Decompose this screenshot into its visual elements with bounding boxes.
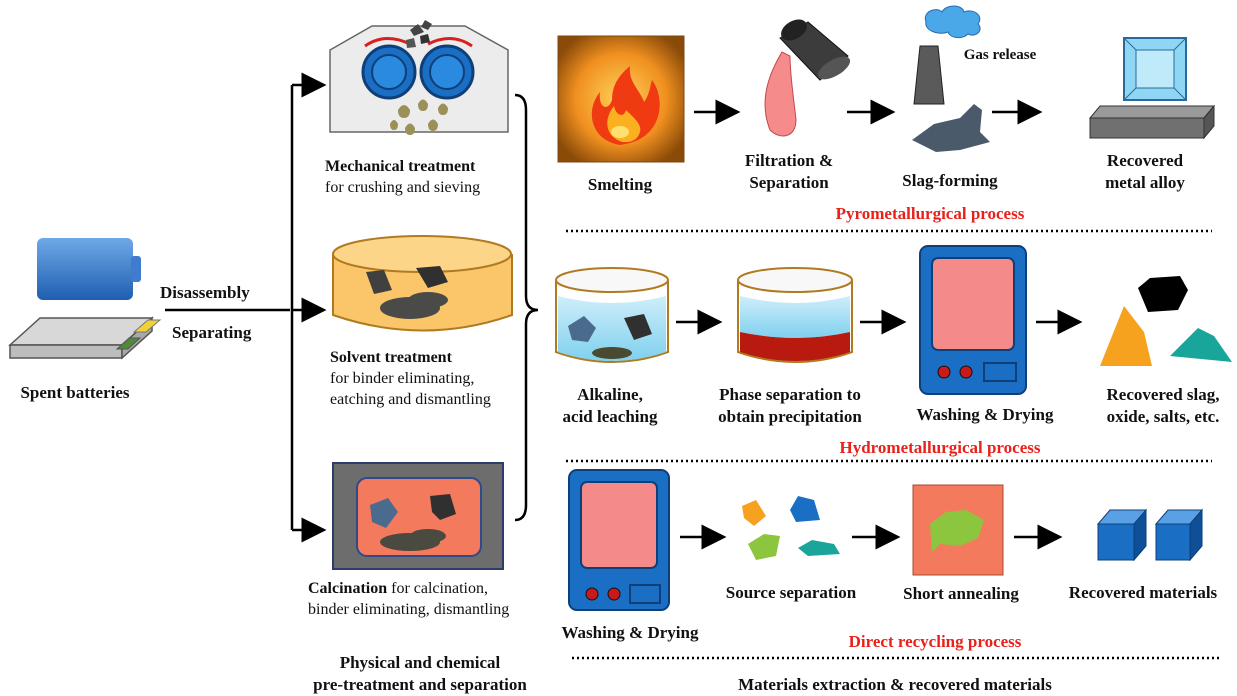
solvent-treatment-label: Solvent treatment [330, 349, 452, 366]
phase-separation-label-2: obtain precipitation [718, 407, 862, 426]
source-separation-icon [742, 496, 840, 560]
recovered-materials-label: Recovered materials [1068, 583, 1218, 602]
spent-batteries-label: Spent batteries [20, 383, 130, 402]
right-brace [514, 93, 539, 522]
pouring-crucible-icon [764, 19, 851, 137]
precipitation-beaker-icon [737, 267, 853, 363]
calcination-furnace-icon [332, 462, 504, 570]
recovered-salts-icon [1100, 276, 1232, 366]
hydro-process-label: Hydrometallurgical process [839, 438, 1041, 457]
metal-alloy-icon [1088, 37, 1216, 140]
disassembly-label: Disassembly [160, 283, 250, 302]
recovered-slag-label-1: Recovered slag, [1106, 385, 1220, 404]
recovered-cubes-icon [1096, 508, 1204, 562]
solvent-desc-1: for binder eliminating, [330, 370, 475, 387]
slag-forming-label: Slag-forming [902, 171, 998, 190]
leaching-label-1: Alkaline, [577, 385, 643, 404]
mechanical-treatment-label: Mechanical treatment [325, 158, 476, 175]
filtration-label-1: Filtration & [744, 151, 834, 170]
short-annealing-label: Short annealing [903, 584, 1019, 603]
gas-release-label: Gas release [963, 47, 1037, 63]
recovered-slag-label-2: oxide, salts, etc. [1106, 407, 1220, 426]
direct-process-label: Direct recycling process [848, 632, 1022, 651]
separating-label: Separating [172, 323, 252, 342]
calcination-label: Calcination for calcination, [308, 580, 488, 597]
annealing-icon [912, 484, 1004, 576]
washing-drying-label-hydro: Washing & Drying [916, 405, 1054, 424]
pyro-process-label: Pyrometallurgical process [835, 204, 1025, 223]
filtration-label-2: Separation [749, 173, 829, 192]
solvent-desc-2: eatching and dismantling [330, 391, 491, 408]
mechanical-desc: for crushing and sieving [325, 179, 481, 196]
pretreatment-footer-2: pre-treatment and separation [313, 675, 527, 694]
oven-icon-direct [568, 469, 670, 611]
smelting-icon [557, 35, 685, 163]
materials-extraction-label: Materials extraction & recovered materia… [738, 675, 1052, 694]
metal-alloy-label-1: Recovered [1106, 151, 1184, 170]
solvent-tank-icon [332, 235, 513, 332]
oven-icon-hydro [919, 245, 1027, 395]
leaching-beaker-icon [555, 267, 669, 363]
spent-batteries-icon [8, 238, 162, 360]
phase-separation-label-1: Phase separation to [719, 385, 861, 404]
calcination-desc-2: binder eliminating, dismantling [308, 601, 510, 618]
washing-drying-label-direct: Washing & Drying [561, 623, 699, 642]
slag-icon [912, 104, 990, 152]
gas-release-icon [913, 5, 981, 105]
pretreatment-footer-1: Physical and chemical [339, 653, 501, 672]
smelting-label: Smelting [587, 175, 653, 194]
leaching-label-2: acid leaching [562, 407, 658, 426]
crusher-icon [329, 20, 509, 135]
metal-alloy-label-2: metal alloy [1105, 173, 1185, 192]
source-separation-label: Source separation [725, 583, 857, 602]
